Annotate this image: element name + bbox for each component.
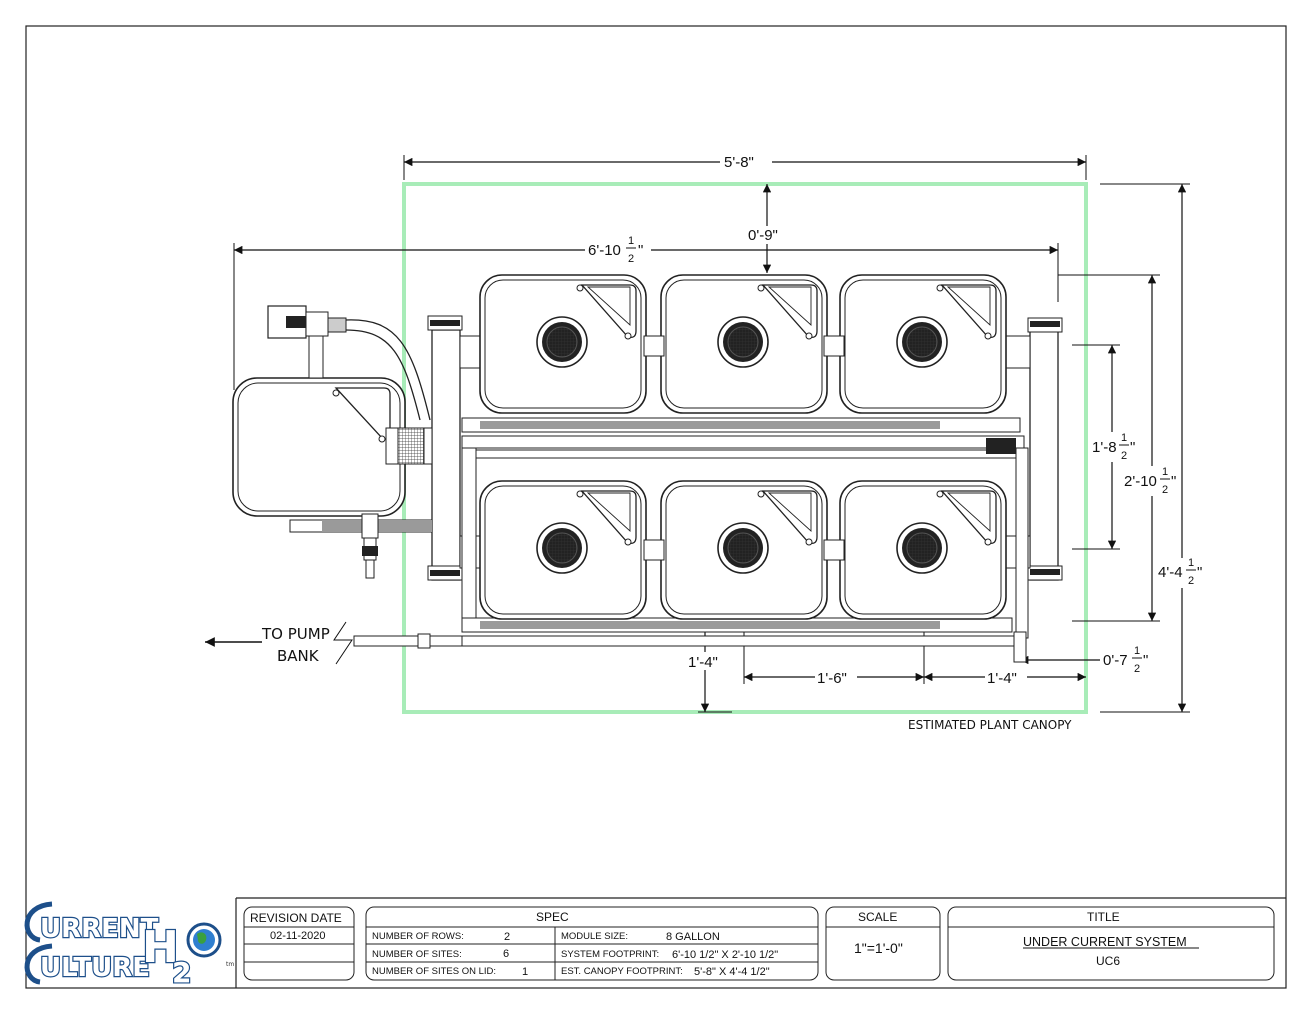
svg-text:1: 1 [1121,432,1127,444]
footprint-label: SYSTEM FOOTPRINT: [561,949,659,960]
dim-site-offset-left: 1'-4" [688,654,718,671]
logo-h: H [142,922,179,973]
dim-system-depth: 2'-10 [1124,473,1157,490]
module-top-1 [479,274,647,414]
pump-valve [267,305,431,421]
globe-icon [197,932,207,944]
sites-value: 6 [503,948,509,960]
to-pump-line1: TO PUMP [261,625,330,643]
sites-label: NUMBER OF SITES: [372,949,462,960]
dim-site-offset-right: 1'-4" [987,670,1017,687]
module-value: 8 GALLON [666,931,720,943]
title-block: REVISION DATE 02-11-2020 SPEC NUMBER OF … [243,906,1275,981]
svg-text:1: 1 [1134,645,1140,657]
svg-text:2: 2 [1188,575,1194,587]
svg-text:1: 1 [1162,466,1168,478]
module-top-3 [839,274,1007,414]
lid-label: NUMBER OF SITES ON LID: [372,966,496,977]
footprint-value: 6'-10 1/2" X 2'-10 1/2" [672,949,778,961]
module-bottom-3 [839,480,1007,620]
logo-tm: tm [226,961,234,968]
dim-module-gap: 1'-8 [1092,439,1117,456]
dim-canopy-width: 5'-8" [724,154,754,171]
title-sub: UC6 [1096,954,1120,968]
lid-value: 1 [522,966,528,978]
canopy-footprint-label: EST. CANOPY FOOTPRINT: [561,966,683,977]
company-logo: URRENT ULTURE H 2 tm [24,901,234,990]
dim-edge-offset: 0'-7 [1103,652,1128,669]
svg-text:2: 2 [1134,663,1140,675]
canopy-label: ESTIMATED PLANT CANOPY [908,718,1072,732]
svg-text:": " [1130,439,1135,456]
dim-system-width: 6'-10 [588,242,621,259]
svg-text:": " [1143,652,1148,669]
module-top-2 [660,274,828,414]
svg-text:2: 2 [1162,484,1168,496]
module-label: MODULE SIZE: [561,931,628,942]
dim-half-den: 2 [628,253,634,265]
rows-value: 2 [504,931,510,943]
revision-date: 02-11-2020 [270,930,325,942]
title-value: UNDER CURRENT SYSTEM [1023,935,1187,949]
scale-value: 1"=1'-0" [854,940,903,956]
rows-label: NUMBER OF ROWS: [372,931,464,942]
dim-canopy-depth: 4'-4 [1158,564,1183,581]
svg-text:": " [1171,473,1176,490]
module-bottom-1 [479,480,647,620]
revision-header: REVISION DATE [250,911,342,925]
dim-site-spacing: 1'-6" [817,670,847,687]
svg-text:1: 1 [1188,557,1194,569]
dim-top-gap: 0'-9" [748,227,778,244]
svg-text:": " [1197,564,1202,581]
drain-pipe [289,513,463,649]
logo-two: 2 [172,956,191,989]
center-pipes [461,417,1029,663]
logo-line2: ULTURE [40,953,150,983]
dim-half-num: 1 [628,235,634,247]
control-reservoir [232,377,406,517]
module-bottom-2 [660,480,828,620]
spec-header: SPEC [536,910,569,924]
svg-text:": " [638,242,643,259]
canopy-footprint-value: 5'-8" X 4'-4 1/2" [694,966,770,978]
title-header: TITLE [1087,910,1120,924]
svg-text:2: 2 [1121,450,1127,462]
scale-header: SCALE [858,910,897,924]
logo-line1: URRENT [40,914,159,944]
to-pump-line2: BANK [277,647,320,665]
